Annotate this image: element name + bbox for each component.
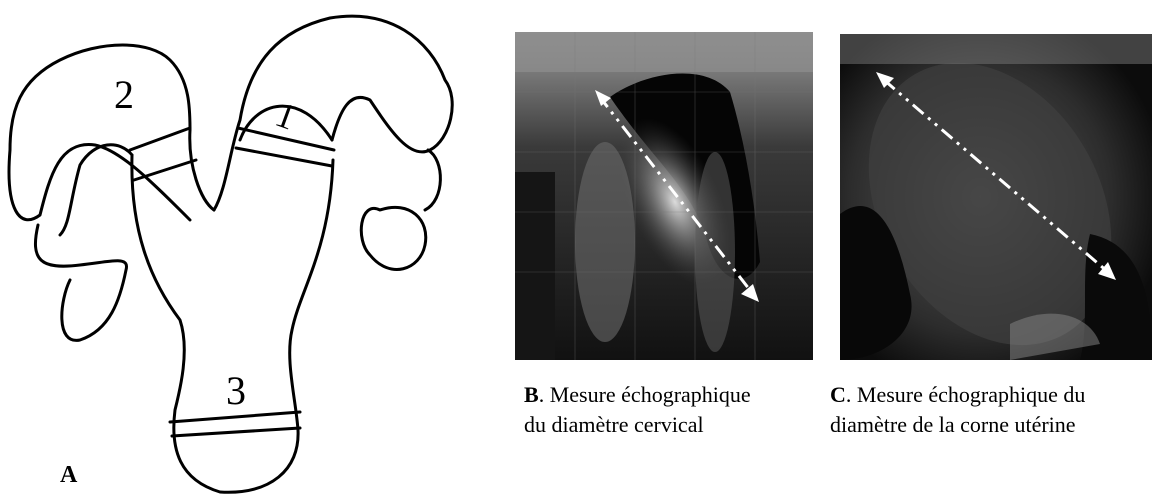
cervix-label-3: 3 xyxy=(226,368,246,413)
uterus-sketch: 2 1 3 A xyxy=(0,0,470,498)
uterus-drawing: 2 1 3 xyxy=(0,0,470,498)
caption-c: C. Mesure échographique du diamètre de l… xyxy=(830,380,1170,440)
caption-b-line2: du diamètre cervical xyxy=(524,410,824,440)
caption-b: B. Mesure échographique du diamètre cerv… xyxy=(524,380,824,440)
panel-a-letter: A xyxy=(60,462,77,489)
horn-label-1: 1 xyxy=(270,94,301,138)
caption-b-line1: . Mesure échographique xyxy=(539,382,751,407)
caption-c-letter: C xyxy=(830,382,846,407)
caption-b-letter: B xyxy=(524,382,539,407)
horn-label-2: 2 xyxy=(114,72,134,117)
ultrasound-horn-image xyxy=(840,34,1152,360)
ultrasound-cervix-image xyxy=(515,32,813,360)
caption-c-line2: diamètre de la corne utérine xyxy=(830,410,1170,440)
caption-c-line1: . Mesure échographique du xyxy=(846,382,1085,407)
